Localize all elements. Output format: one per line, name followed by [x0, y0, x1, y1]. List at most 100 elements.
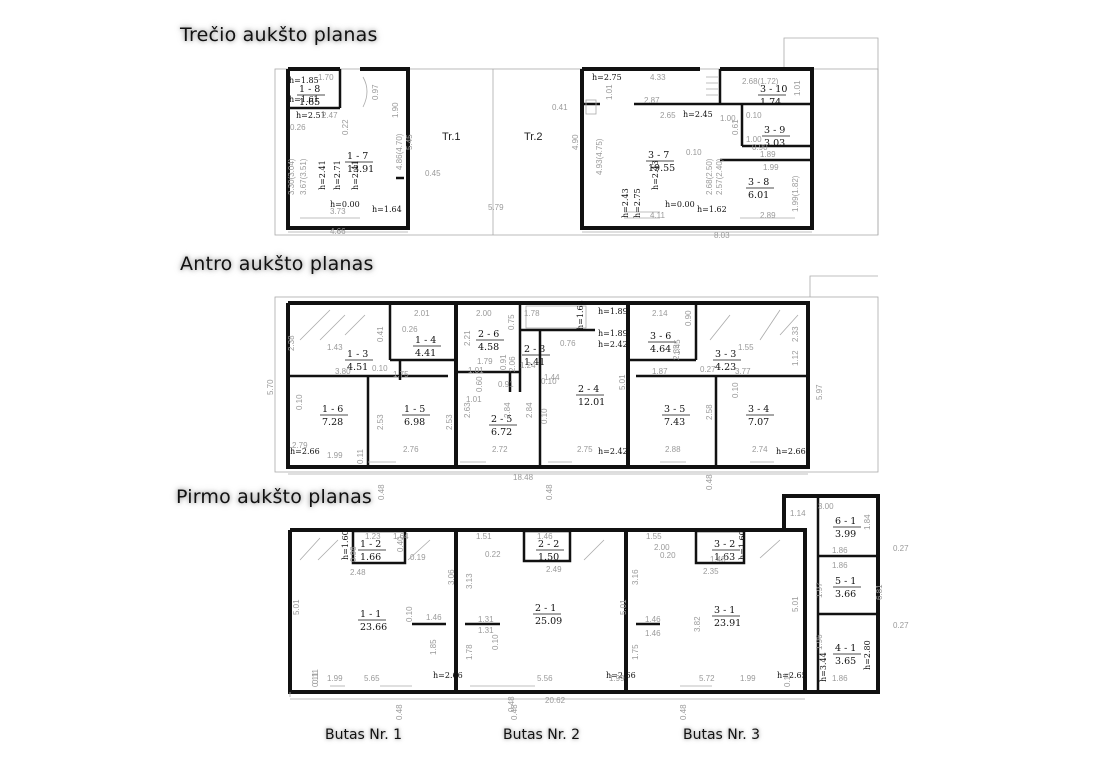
- third-floor-height-13: h=2.43: [651, 160, 660, 190]
- second-floor-dimension-28: 1.24: [520, 361, 536, 370]
- third-floor-dimension-4: 2.47: [322, 111, 338, 120]
- first-floor-room-2-area: 23.66: [360, 622, 387, 633]
- second-floor-dimension-12: 2.76: [403, 445, 419, 454]
- second-floor-dimension-42: 1.45: [673, 339, 682, 355]
- first-floor-room-7-area: 3.99: [835, 529, 856, 540]
- first-floor-title: Pirmo aukšto planas: [176, 486, 373, 508]
- first-floor-dimension-46: 1.86: [832, 561, 848, 570]
- first-floor-dimension-22: 1.78: [465, 644, 474, 660]
- first-floor-room-3-area: 1.50: [538, 552, 559, 563]
- first-floor-height-2: h=2.66: [433, 671, 463, 680]
- third-floor-dimension-20: 2.87: [644, 96, 660, 105]
- second-floor-room-10-area: 4.23: [715, 362, 736, 373]
- second-floor-dimension-44: 1.55: [738, 343, 754, 352]
- second-floor-dimension-15: 0.11: [356, 448, 365, 464]
- first-floor-height-5: h=2.65: [777, 671, 807, 680]
- second-floor-dimension-14: 2.53: [445, 414, 454, 430]
- third-floor-room-3-id: 3 - 10: [760, 84, 787, 95]
- first-floor-dimension-10: 1.85: [429, 639, 438, 655]
- first-floor-dimension-25: 1.99: [609, 674, 625, 683]
- first-floor-dimension-12: 1.99: [327, 674, 343, 683]
- second-floor-dimension-34: 0.10: [540, 408, 549, 424]
- third-floor-room-6-area: 6.01: [748, 190, 769, 201]
- first-floor-dimension-23: 0.10: [491, 634, 500, 650]
- third-floor-height-8: h=1.64: [372, 205, 402, 214]
- third-floor-height-6: h=2.41: [351, 160, 360, 190]
- second-floor-room-4-id: 1 - 5: [404, 404, 425, 415]
- first-floor-dimension-55: 0.10: [405, 606, 414, 622]
- first-floor-dimension-36: 3.82: [693, 616, 702, 632]
- third-floor-room-5-area: 19.55: [648, 163, 675, 174]
- third-floor-dimension-23: 0.10: [746, 111, 762, 120]
- second-floor-dimension-21: 1.79: [477, 357, 493, 366]
- second-floor-height-2: h=1.64: [576, 300, 585, 330]
- third-floor-dimension-26: 0.61: [731, 119, 740, 135]
- second-floor-dimension-46: 3.77: [735, 367, 751, 376]
- first-floor-dimension-44: 1.86: [832, 546, 848, 555]
- third-floor-dimension-33: 1.99: [763, 163, 779, 172]
- second-floor-title: Antro aukšto planas: [180, 253, 374, 275]
- first-floor-room-9-area: 3.65: [835, 656, 856, 667]
- third-floor-height-15: h=1.62: [697, 205, 727, 214]
- apartment-2-label: Butas Nr. 2: [503, 727, 581, 743]
- third-floor-room-4-id: 3 - 9: [764, 125, 785, 136]
- first-floor-dimension-35: 1.46: [645, 629, 661, 638]
- first-floor-room-4-area: 25.09: [535, 616, 562, 627]
- second-floor-dimension-4: 0.26: [402, 325, 418, 334]
- third-floor-dimension-32: 2.57(2.40): [715, 158, 724, 195]
- third-floor-dimension-37: 8.03: [714, 231, 730, 240]
- stairwell-2-label: Tr.2: [524, 131, 543, 143]
- first-floor-dimension-15: 1.46: [537, 532, 553, 541]
- third-floor-height-11: h=2.43: [621, 188, 630, 218]
- second-floor-dimension-17: 0.75: [507, 314, 516, 330]
- first-floor-height-1: h=1.60: [341, 530, 350, 560]
- second-floor-dimension-29: 0.10: [541, 377, 557, 386]
- second-floor-room-6-id: 2 - 3: [524, 344, 545, 355]
- second-floor-dimension-3: 1.43: [327, 343, 343, 352]
- third-floor-height-2: h=1.61: [289, 95, 319, 104]
- first-floor-dimension-38: 5.72: [699, 674, 715, 683]
- third-floor-dimension-15: 4.33: [650, 73, 666, 82]
- second-floor-room-5-id: 2 - 6: [478, 329, 499, 340]
- second-floor-dimension-6: 0.10: [372, 364, 388, 373]
- third-floor-dimension-36: 2.89: [760, 211, 776, 220]
- second-floor-room-2-id: 1 - 4: [415, 335, 436, 346]
- stairwell-1-label: Tr.1: [442, 131, 461, 143]
- second-floor-room-11-area: 7.43: [664, 417, 685, 428]
- third-floor-dimension-30: 0.10: [686, 148, 702, 157]
- third-floor-dimension-18: 0.41: [552, 103, 568, 112]
- third-floor-dimension-35: 4.11: [650, 211, 666, 220]
- second-floor-dimension-47: 1.12: [791, 350, 800, 366]
- third-floor-dimension-25: 4.93(4.75): [595, 138, 604, 175]
- first-floor-dimension-14: 1.51: [476, 532, 492, 541]
- third-floor-height-5: h=2.71: [333, 160, 342, 190]
- third-floor-dimension-10: 3.67(3.51): [299, 158, 308, 195]
- third-floor-height-14: h=0.00: [665, 200, 695, 209]
- first-floor-room-4-id: 2 - 1: [535, 603, 556, 614]
- first-floor-dimension-33: 3.16: [631, 569, 640, 585]
- second-floor-height-7: h=2.66: [776, 447, 806, 456]
- third-floor-dimension-24: 4.90: [571, 134, 580, 150]
- second-floor-dimension-19: 0.91: [499, 354, 508, 370]
- first-floor-dimension-48: 6.81: [875, 584, 884, 600]
- second-floor-room-7-area: 6.72: [491, 427, 512, 438]
- first-floor-dimension-7: 3.06: [447, 569, 456, 585]
- second-floor-dimension-18: 1.78: [524, 309, 540, 318]
- second-floor-dimension-7: 3.80: [335, 367, 351, 376]
- second-floor-room-1-id: 1 - 3: [347, 349, 368, 360]
- second-floor-dimension-33: 2.84: [525, 402, 534, 418]
- first-floor-dimension-28: 1.55: [646, 532, 662, 541]
- third-floor-room-3-area: 1.74: [760, 97, 781, 108]
- second-floor-room-5-area: 4.58: [478, 342, 499, 353]
- first-floor-dimension-49: 0.27: [893, 621, 909, 630]
- second-floor-dimension-9: 0.10: [295, 394, 304, 410]
- second-floor-dimension-16: 2.00: [476, 309, 492, 318]
- third-floor-title: Trečio aukšto planas: [180, 24, 378, 46]
- second-floor-dimension-56: 0.48: [545, 484, 554, 500]
- third-floor-dimension-27: 1.00: [746, 135, 762, 144]
- second-floor-height-3: h=1.89: [598, 329, 628, 338]
- second-floor-dimension-22: 1.01: [468, 366, 484, 375]
- second-floor-dimension-55: 0.48: [377, 484, 386, 500]
- first-floor-dimension-43: 1.84: [863, 514, 872, 530]
